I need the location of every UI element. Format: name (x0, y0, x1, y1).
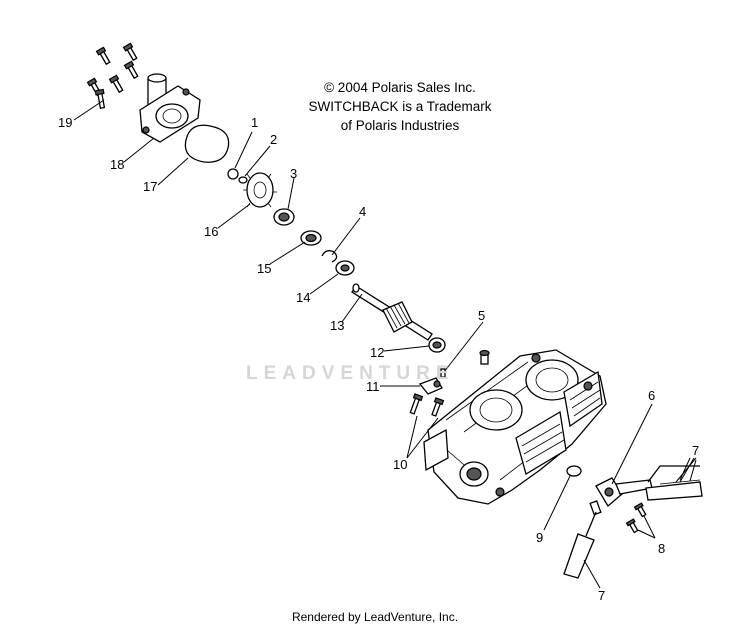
case-bolts (409, 393, 445, 417)
copyright-notice: © 2004 Polaris Sales Inc. SWITCHBACK is … (300, 78, 500, 135)
callout-4: 4 (359, 204, 366, 219)
crankcase (423, 349, 607, 505)
bearing-lower (335, 260, 355, 276)
watermark: LEADVENTURE (246, 363, 455, 384)
callout-3: 3 (290, 166, 297, 181)
copyright-line-1: © 2004 Polaris Sales Inc. (324, 80, 476, 95)
callout-6: 6 (648, 388, 655, 403)
impeller (243, 172, 277, 208)
callout-17: 17 (143, 179, 157, 194)
callout-16: 16 (204, 224, 218, 239)
seal (273, 208, 295, 226)
screw (440, 368, 446, 378)
plug (479, 349, 490, 365)
fitting (418, 377, 443, 395)
pump-cover (139, 73, 201, 143)
cable-lower (563, 511, 597, 579)
callout-15: 15 (257, 261, 271, 276)
copyright-line-3: of Polaris Industries (340, 118, 460, 133)
callouts: 1 2 3 4 5 6 7 7 8 9 10 11 12 13 14 15 16… (58, 115, 699, 603)
washer (238, 176, 248, 184)
callout-1: 1 (251, 115, 258, 130)
callout-18: 18 (110, 157, 124, 172)
callout-12: 12 (370, 345, 384, 360)
leader-lines (73, 99, 697, 589)
copyright-line-2: SWITCHBACK is a Trademark (308, 99, 492, 114)
bolt-group (86, 42, 139, 109)
footer-credit: Rendered by LeadVenture, Inc. (291, 610, 459, 624)
callout-13: 13 (330, 318, 344, 333)
shaft-seal (428, 337, 446, 353)
bearing-upper (300, 230, 322, 246)
callout-14: 14 (296, 290, 310, 305)
callout-11: 11 (366, 379, 380, 394)
o-ring (566, 465, 582, 477)
callout-7-upper: 7 (692, 443, 699, 458)
callout-9: 9 (536, 530, 543, 545)
callout-5: 5 (478, 308, 485, 323)
callout-10: 10 (393, 457, 407, 472)
callout-2: 2 (270, 132, 277, 147)
nut (227, 168, 239, 180)
pump-shaft (351, 283, 433, 341)
callout-19: 19 (58, 115, 72, 130)
screws-8 (625, 502, 647, 534)
callout-8: 8 (658, 541, 665, 556)
callout-7-lower: 7 (598, 588, 605, 603)
cable-right (645, 465, 703, 501)
gasket (184, 124, 230, 163)
valve-assembly (589, 477, 653, 516)
